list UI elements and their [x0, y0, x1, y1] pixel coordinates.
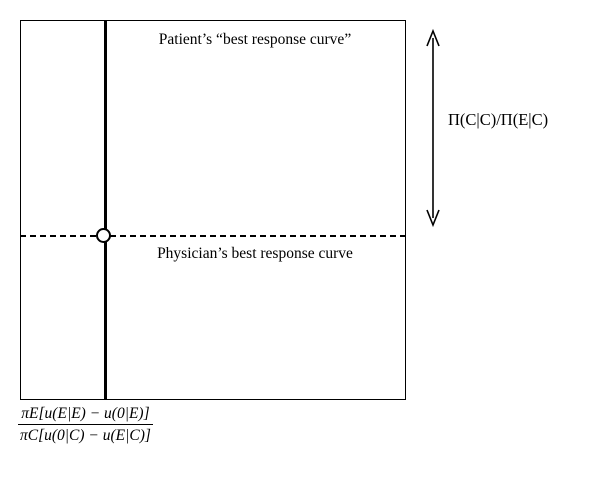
plot-frame — [20, 20, 406, 400]
patient-best-response-label: Patient’s “best response curve” — [158, 31, 352, 48]
physician-best-response-line — [104, 20, 107, 400]
fraction-numerator: πE[u(E|E) − u(0|E)] — [18, 404, 153, 426]
physician-best-response-label: Physician’s best response curve — [157, 245, 353, 262]
double-headed-arrow-icon — [426, 28, 440, 228]
x-axis-fraction-label: πE[u(E|E) − u(0|E)] πC[u(0|C) − u(E|C)] — [18, 404, 153, 446]
equilibrium-point-marker — [96, 228, 111, 243]
fraction-denominator: πC[u(0|C) − u(E|C)] — [20, 427, 151, 445]
pi-ratio-annotation: Π(C|C)/Π(E|C) — [448, 110, 549, 129]
patient-best-response-line — [20, 235, 406, 237]
